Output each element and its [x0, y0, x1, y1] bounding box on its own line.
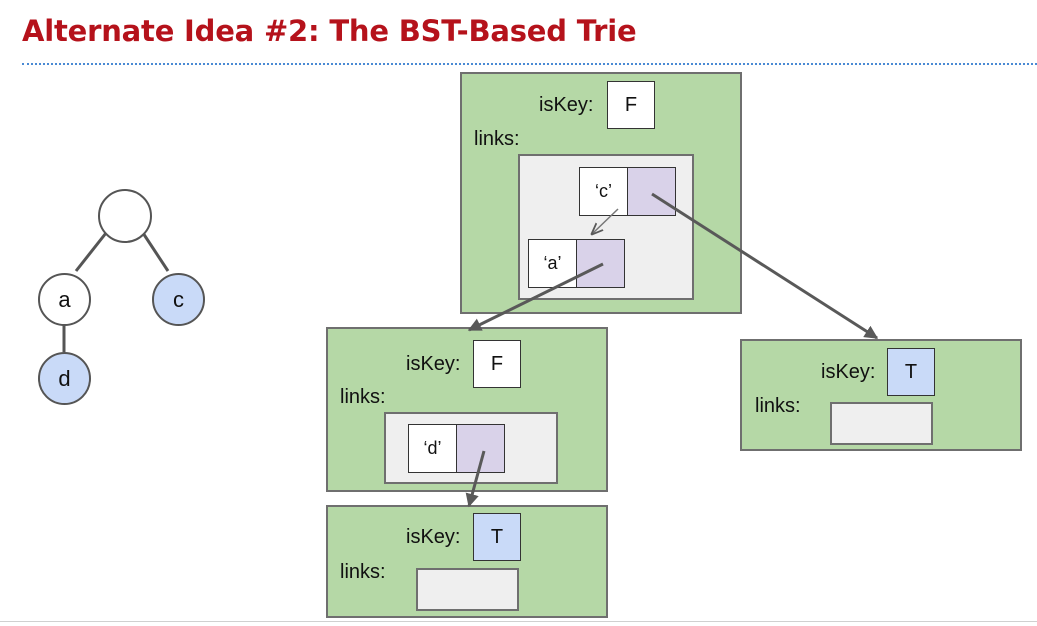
- iskey-label: isKey:: [406, 353, 461, 375]
- links-empty: [416, 568, 519, 611]
- bottom-divider: [0, 621, 1037, 622]
- trie-node-root: [98, 189, 152, 243]
- links-empty: [830, 402, 933, 445]
- iskey-label: isKey:: [821, 361, 876, 383]
- iskey-value: T: [887, 348, 935, 396]
- links-bst: ‘c’ ‘a’: [518, 154, 694, 300]
- iskey-value: F: [473, 340, 521, 388]
- node-root: isKey: F links: ‘c’ ‘a’: [460, 72, 742, 314]
- node-d: isKey: T links:: [326, 505, 608, 618]
- link-pointer-a: [576, 239, 625, 288]
- title-divider: [22, 63, 1037, 65]
- arrow-pointer-a-to-node-a: [467, 262, 604, 332]
- node-c: isKey: T links:: [740, 339, 1022, 451]
- arrow-pointer-d-to-node-d: [465, 450, 486, 508]
- iskey-value: F: [607, 81, 655, 129]
- trie-node-c: c: [152, 273, 205, 326]
- iskey-label: isKey:: [539, 94, 594, 116]
- link-char-c: ‘c’: [579, 167, 628, 216]
- iskey-value: T: [473, 513, 521, 561]
- links-label: links:: [755, 395, 801, 417]
- links-label: links:: [340, 386, 386, 408]
- trie-edge-root-a: [74, 232, 108, 272]
- arrow-pointer-c-to-node-c: [651, 192, 879, 340]
- trie-node-a: a: [38, 273, 91, 326]
- links-label: links:: [340, 561, 386, 583]
- arrow-c-to-a: [592, 208, 619, 234]
- slide-title: Alternate Idea #2: The BST-Based Trie: [22, 14, 637, 48]
- trie-edge-root-c: [141, 232, 170, 272]
- link-char-a: ‘a’: [528, 239, 577, 288]
- iskey-label: isKey:: [406, 526, 461, 548]
- links-label: links:: [474, 128, 520, 150]
- link-pointer-c: [627, 167, 676, 216]
- node-a: isKey: F links: ‘d’: [326, 327, 608, 492]
- trie-node-d: d: [38, 352, 91, 405]
